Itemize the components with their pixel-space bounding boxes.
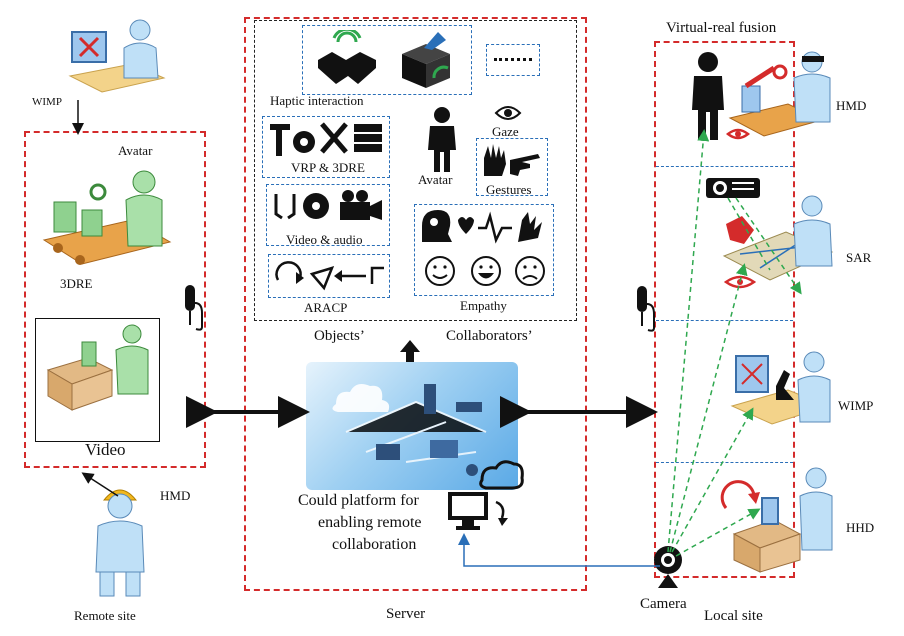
tools-icon <box>266 118 386 158</box>
hands-icon <box>480 142 546 178</box>
local-sar-label: SAR <box>846 250 872 265</box>
projector-beam-2 <box>727 197 771 271</box>
remote-site-label: Remote site <box>74 608 136 623</box>
remote-avatar-label: Avatar <box>118 143 153 158</box>
empathy-label: Empathy <box>460 298 507 313</box>
cloud-platform-line1: Could platform for <box>298 492 419 509</box>
local-divider-1 <box>656 166 793 167</box>
haptic-box <box>302 25 472 95</box>
remote-3dre-label: 3DRE <box>60 276 93 291</box>
haptic-label: Haptic interaction <box>270 93 364 108</box>
remote-wimp-label: WIMP <box>32 96 62 108</box>
remote-3dre-figure <box>40 168 175 283</box>
vrp-box <box>262 116 390 178</box>
gestures-label: Gestures <box>486 182 532 197</box>
remote-wimp-figure <box>62 16 172 102</box>
package-icon <box>396 28 456 90</box>
arrows-icon <box>272 258 388 292</box>
remote-site-frame <box>24 131 206 468</box>
webcam-icon <box>650 544 686 590</box>
media-label: Video & audio <box>286 232 363 247</box>
camera-label: Camera <box>640 596 687 612</box>
projector-beam-1 <box>735 197 802 295</box>
microphone-right-icon <box>632 284 656 334</box>
camera-to-hmd <box>667 129 710 553</box>
local-hhd-figure <box>720 464 836 574</box>
camera-to-sar <box>669 263 748 553</box>
cloud-platform-line3: collaboration <box>332 536 417 553</box>
brain-icon <box>418 206 550 246</box>
local-site-label: Local site <box>704 608 763 624</box>
local-site-frame <box>654 41 795 578</box>
camera-to-wimp <box>671 407 754 553</box>
media-box <box>266 184 390 246</box>
collaborators-label: Collaborators’ <box>446 328 533 344</box>
placeholder-dots <box>494 58 532 65</box>
cloud-platform-line2: enabling remote <box>318 514 422 531</box>
server-label: Server <box>386 606 426 622</box>
fusion-label: Virtual-real fusion <box>666 20 777 36</box>
local-sar-figure <box>720 188 838 304</box>
handshake-icon <box>316 27 378 90</box>
aracp-label: ARACP <box>304 300 348 315</box>
camera-to-hhd <box>675 508 761 557</box>
gestures-box <box>476 138 548 196</box>
local-hmd-label: HMD <box>836 98 867 113</box>
up-arrow-icon <box>400 340 420 368</box>
remote-hmd-label: HMD <box>160 488 191 503</box>
gaze-label: Gaze <box>492 124 519 139</box>
aracp-box <box>268 254 390 298</box>
server-avatar-icon <box>422 106 462 172</box>
local-wimp-label: WIMP <box>838 398 874 413</box>
objects-label: Objects’ <box>314 328 365 344</box>
local-wimp-figure <box>728 340 834 440</box>
eye-icon <box>494 104 522 122</box>
local-divider-2 <box>656 320 793 321</box>
microphone-icon <box>180 283 204 333</box>
local-hhd-label: HHD <box>846 520 875 535</box>
empathy-box <box>414 204 554 296</box>
server-frame <box>244 17 587 591</box>
remote-video-figure <box>42 322 154 412</box>
remote-video-label: Video <box>85 440 126 459</box>
local-hmd-figure <box>686 48 834 164</box>
hmd-pointer-arrow <box>81 472 119 497</box>
server-features-frame <box>254 20 577 321</box>
placeholder-box <box>486 44 540 76</box>
local-divider-3 <box>656 462 793 463</box>
camera-to-server-line <box>458 533 660 567</box>
remote-video-frame <box>35 318 160 442</box>
cloud-network-image <box>306 362 518 490</box>
projector-icon <box>704 172 762 200</box>
media-icon <box>272 188 386 224</box>
cloud-computer-icon <box>446 456 524 534</box>
faces-icon <box>424 254 548 288</box>
server-avatar-label: Avatar <box>418 172 453 187</box>
vrp-label: VRP & 3DRE <box>291 160 365 175</box>
